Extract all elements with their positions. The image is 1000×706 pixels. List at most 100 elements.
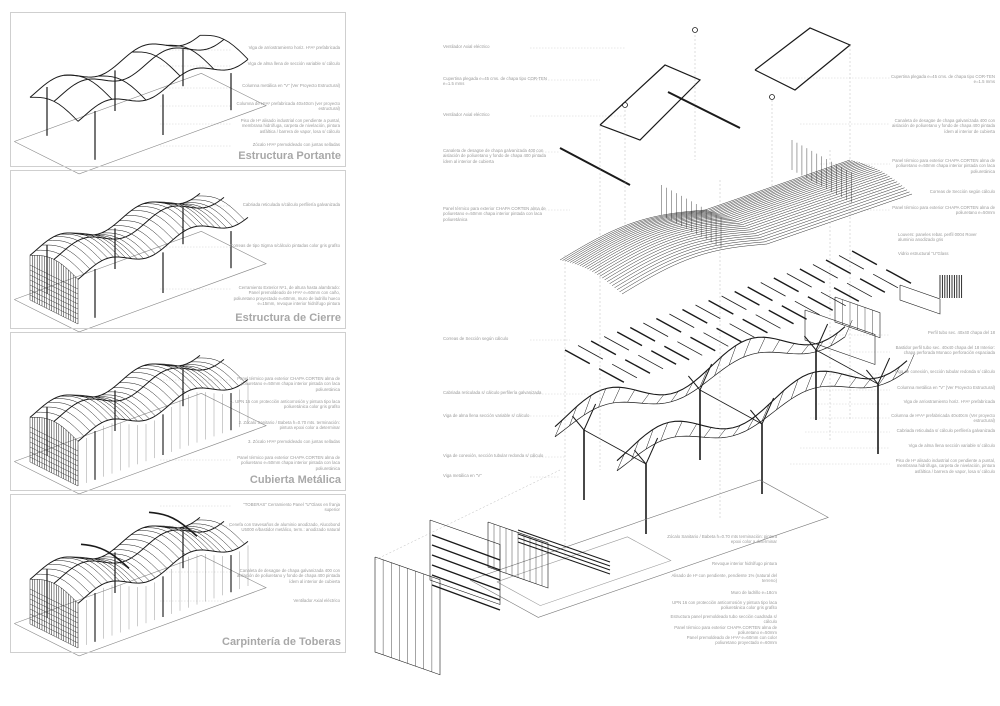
truss-web [660,422,668,442]
truss-web [641,393,650,404]
connection-beam [583,429,647,465]
upn-bar [431,584,501,611]
roof-sheet-line [577,164,868,266]
roof-ridge [29,354,201,418]
purlin [95,234,144,259]
annotation: Cenefa con travesaños de aluminio anodiz… [229,522,340,533]
zocalo-bar [517,537,611,571]
purlin [781,305,807,320]
ventilator-icon [622,102,628,108]
annotation: "TOBERAS" Cerramiento Panel "U"Glass en … [243,502,340,513]
truss-web [757,337,766,354]
truss-web [863,378,871,389]
purlin [107,229,156,255]
purlin [872,273,899,289]
purlin [154,363,204,389]
purlin [143,527,192,552]
purlin [148,363,198,389]
annotation: 3. Zócalo HºAº premoldeado con juntas se… [248,439,340,444]
purlin [119,544,168,569]
truss-web [776,390,784,410]
panel-carpinteria-toberas: Carpintería de Toberas [10,494,346,653]
v-column [866,369,879,385]
roof-sheet-line [621,193,913,295]
truss-web [616,453,625,471]
truss-web [612,387,621,404]
purlin [35,411,85,437]
floor-slab [469,479,829,618]
purlin [137,368,186,393]
purlin [131,210,180,235]
panel-title: Estructura de Cierre [235,312,341,324]
wall-panel-line [29,588,79,614]
purlin [786,273,812,288]
building-axonometric [14,192,267,333]
truss-chord [554,326,846,428]
exploded-axonometric [374,27,963,676]
purlin [59,233,108,259]
zocalo-bars [517,529,611,575]
roof-sheet-line [594,172,885,274]
purlin [742,318,768,334]
louver-bars [939,275,963,298]
truss-web [805,372,813,392]
annotation: Viga metálica en "V" [443,473,482,478]
purlin [131,534,180,559]
v-column [804,335,817,351]
annotation: Zócalo Sanitario / Babeta h=0.70 mts ter… [667,534,777,545]
roof-sheet-line [609,183,900,284]
purlin [721,295,747,310]
purlin [101,394,150,420]
annotation: Columna metálica en "V" (Ver Proyecto Es… [897,385,995,390]
truss-web [689,423,697,437]
purlin [89,396,138,422]
ventilator-icon [692,27,698,33]
purlin [35,249,85,275]
panel-estructura-cierre: Estructura de Cierre [10,170,346,329]
annotation: Canaleta de desagüe de chapa galvanizada… [443,148,546,164]
purlin [83,396,132,421]
roof-sheet-line [572,163,863,264]
panel-title: Estructura Portante [238,150,341,162]
annotation: Ventilador Axial eléctrico [443,44,490,49]
purlin [101,556,150,582]
purlin [629,326,656,342]
arch-truss [63,74,113,100]
v-column [688,375,701,391]
purlin [41,244,91,270]
annotation: Revoque interior hidrófugo pintura [712,561,777,566]
truss-web [703,427,712,438]
purlin [859,278,886,293]
annotation: Cerramiento Exterior Nº1, de altura hast… [233,285,340,306]
roof-sheet-line [582,166,873,268]
purlin [35,573,85,599]
purlin [101,232,150,258]
truss-web [801,344,809,355]
roof-ridge [77,540,249,604]
truss-chord [616,360,908,462]
purlin [682,308,708,324]
zocalo-bar [517,533,611,567]
projection-lines [374,35,851,561]
wall-panel-line [29,294,79,320]
purlin [125,539,174,564]
purlin [190,361,239,387]
purlin [611,363,638,379]
wall-outline [429,519,501,605]
annotation: Panel térmico para exterior CHAPA CORTEN… [443,206,546,222]
annotation: Columna de HºAº prefabricada 40x40cm (Ve… [891,413,995,424]
cupertina-frame [599,64,702,141]
roof-sheet-line [614,187,905,288]
purlin [89,234,138,260]
purlin [47,402,97,427]
truss-web [656,394,664,405]
purlin [83,558,132,583]
purlin [734,290,760,306]
connection-beam [699,389,763,425]
bastidor-frame [804,309,876,365]
truss-web [772,339,780,353]
purlin [708,299,734,315]
purlin [113,549,162,574]
building-axonometric [14,34,267,175]
purlin [664,345,690,361]
